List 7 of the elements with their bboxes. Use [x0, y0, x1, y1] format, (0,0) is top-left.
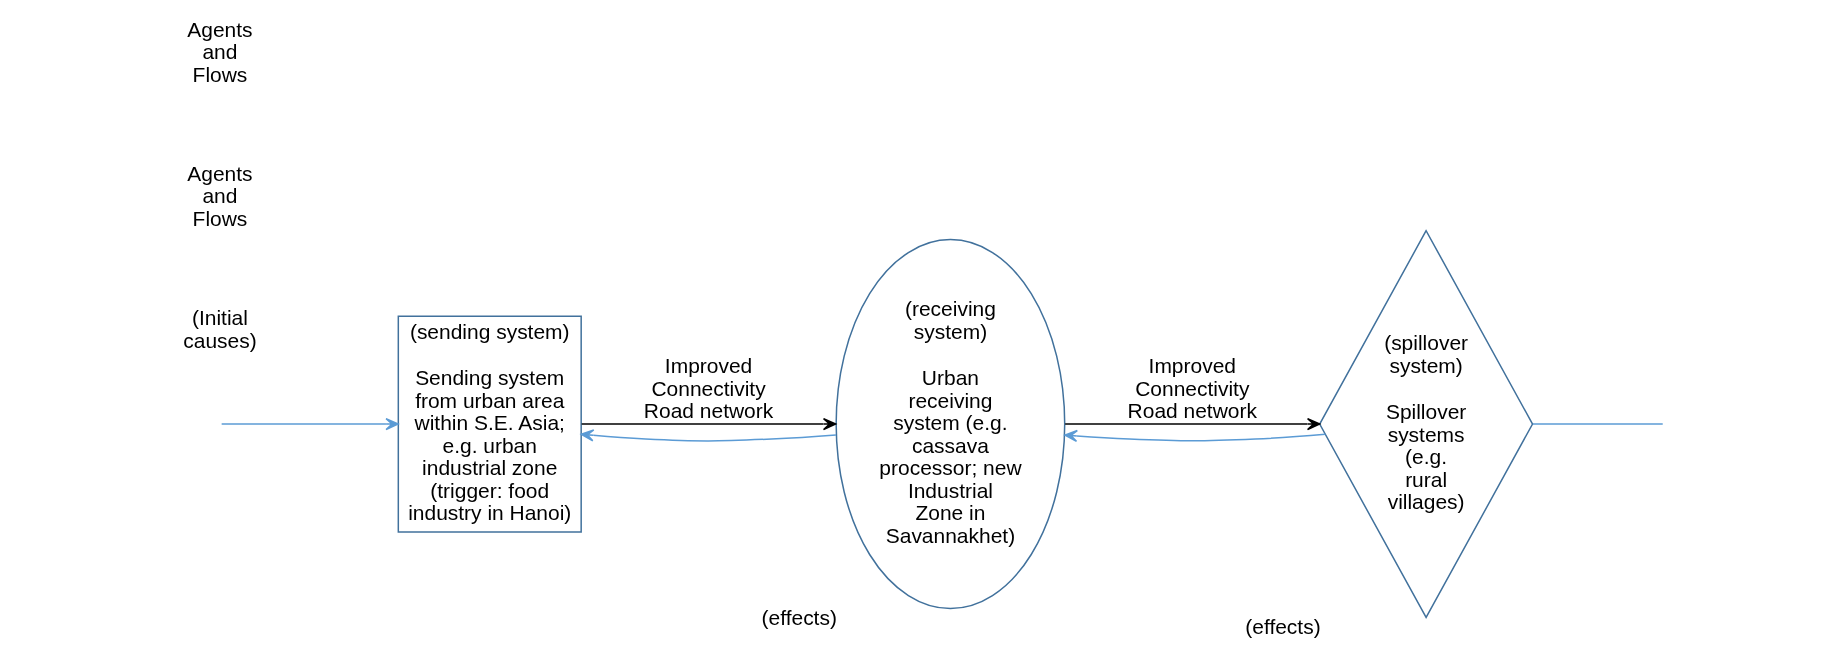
label: Agents and Flows	[187, 17, 253, 86]
edge-label: Improved Connectivity Road network	[643, 354, 774, 423]
label: (Initial causes)	[183, 306, 257, 352]
edge-label: Improved Connectivity Road network	[1127, 354, 1257, 423]
node-label: (effects)	[1245, 615, 1321, 639]
label: Agents and Flows	[187, 161, 253, 230]
node-label: (effects)	[761, 606, 837, 630]
